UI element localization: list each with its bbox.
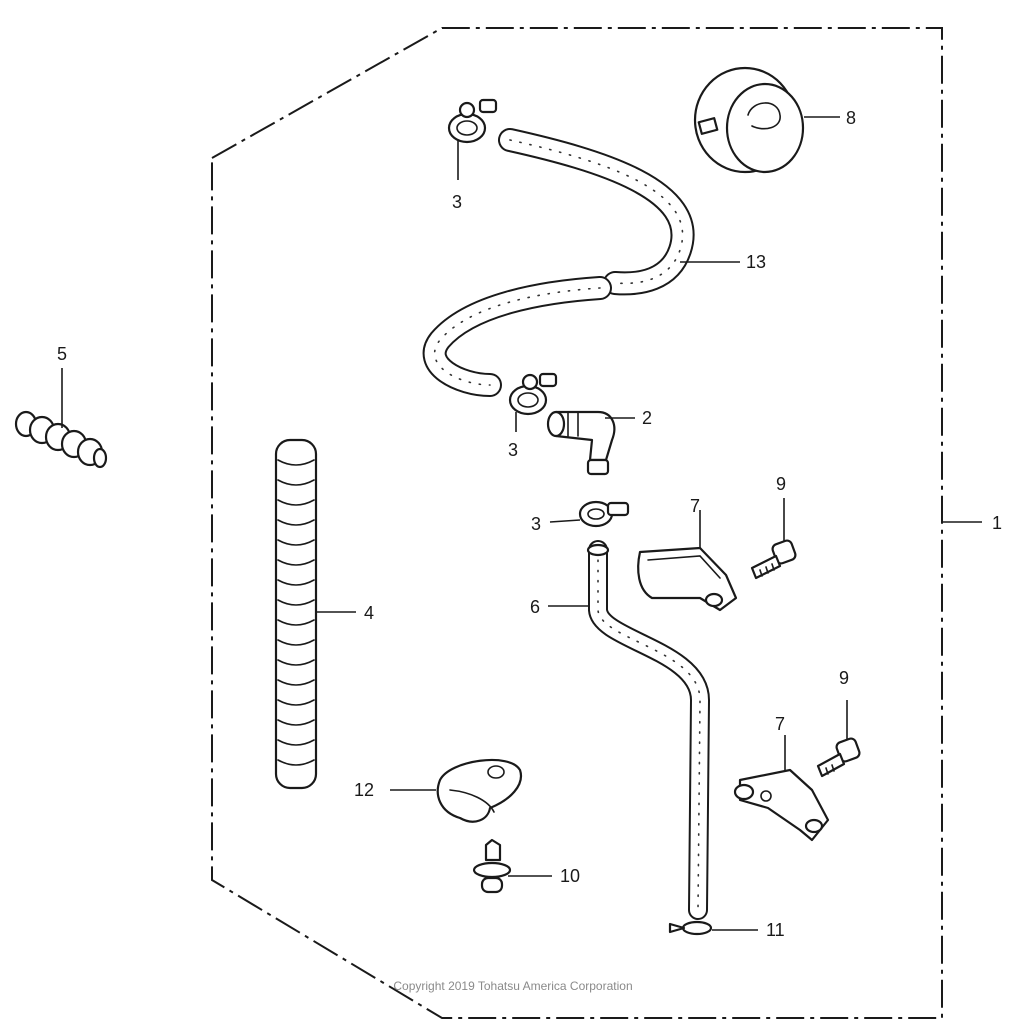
part-4-spiral-wrap	[274, 438, 318, 790]
part-6-tube	[586, 540, 710, 920]
assembly-boundary	[211, 27, 943, 1019]
part-7-bracket-lower	[733, 768, 830, 842]
part-11-small-clip	[668, 920, 713, 936]
part-9-screw-upper	[750, 539, 797, 580]
callout-6: 6	[530, 597, 540, 617]
callout-8: 8	[846, 108, 856, 128]
copyright-notice: Copyright 2019 Tohatsu America Corporati…	[393, 979, 632, 993]
callout-7-lower: 7	[775, 714, 785, 734]
part-13-hose	[422, 128, 695, 397]
part-8-grommet	[693, 66, 805, 174]
callout-3-lower: 3	[531, 514, 541, 534]
callout-5: 5	[57, 344, 67, 364]
part-3-clip-lower	[578, 500, 630, 528]
part-3-clip-upper	[447, 98, 498, 144]
callout-13: 13	[746, 252, 766, 272]
part-12-clamp	[436, 758, 523, 823]
callout-2: 2	[642, 408, 652, 428]
callout-9-lower: 9	[839, 668, 849, 688]
callout-10: 10	[560, 866, 580, 886]
callout-4: 4	[364, 603, 374, 623]
callout-9-upper: 9	[776, 474, 786, 494]
callout-12: 12	[354, 780, 374, 800]
part-5-sleeve	[14, 410, 108, 469]
callout-1: 1	[992, 513, 1002, 533]
part-2-elbow-fitting	[546, 410, 616, 476]
callout-3-middle: 3	[508, 440, 518, 460]
callout-7-upper: 7	[690, 496, 700, 516]
callout-11: 11	[766, 920, 785, 940]
callout-3-upper: 3	[452, 192, 462, 212]
part-10-push-clip	[472, 838, 512, 894]
part-7-bracket-upper	[637, 546, 738, 612]
part-3-clip-middle	[508, 372, 558, 416]
part-9-screw-lower	[816, 737, 861, 778]
